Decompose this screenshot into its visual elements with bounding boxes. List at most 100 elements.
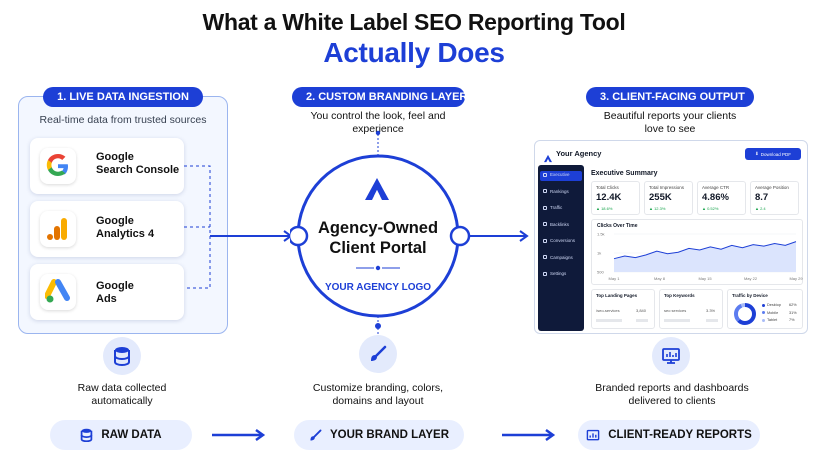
chart-y-tick: 1k xyxy=(597,251,601,256)
portal-logo-text: YOUR AGENCY LOGO xyxy=(324,282,432,293)
kpi-delta: ▲ 2.4 xyxy=(755,206,766,211)
chart-y-tick: 500 xyxy=(597,270,604,275)
table-placeholder-row xyxy=(664,319,690,322)
sidebar-item-conversions[interactable]: Conversions xyxy=(543,238,575,243)
raw-data-label: RAW DATA xyxy=(101,429,162,441)
nav-item-icon xyxy=(543,222,547,226)
sidebar-item-label: Conversions xyxy=(550,238,576,243)
table-placeholder-row xyxy=(596,319,622,322)
kpi-card: Average CTR 4.86% ▲ 0.52% xyxy=(697,181,746,215)
step1-label: 1. LIVE DATA INGESTION xyxy=(43,87,203,107)
legend-value: 7% xyxy=(789,318,795,322)
paintbrush-icon xyxy=(359,335,397,373)
top-keywords-card: Top Keywords seo services 3.3% xyxy=(659,289,723,329)
table-placeholder-cell xyxy=(636,319,648,322)
step1-subtitle: Real-time data from trusted sources xyxy=(39,114,207,126)
step3-label: 3. CLIENT-FACING OUTPUT xyxy=(586,87,754,107)
keyword-name: seo services xyxy=(664,308,687,313)
legend-swatch xyxy=(762,303,765,307)
download-icon: ⬇ xyxy=(754,151,759,156)
donut-title: Traffic by Device xyxy=(732,293,768,298)
sidebar-item-traffic[interactable]: Traffic xyxy=(543,205,562,210)
kpi-card: Total Impressions 255K ▲ 12.3% xyxy=(644,181,693,215)
kpi-delta: ▲ 12.3% xyxy=(649,206,666,211)
sidebar-item-executive[interactable]: Executive xyxy=(543,172,570,177)
chart-title: Clicks Over Time xyxy=(597,223,638,229)
sidebar-active-highlight xyxy=(540,171,582,181)
donut-slice xyxy=(734,303,756,325)
bottom-arrow-2 xyxy=(502,428,556,442)
chart-area xyxy=(614,241,796,272)
google-g-icon xyxy=(40,148,76,184)
table-placeholder-cell xyxy=(706,319,718,322)
nav-item-icon xyxy=(543,255,547,259)
keyword-value: 3.3% xyxy=(706,308,716,313)
chart-y-tick: 1.5k xyxy=(597,232,605,237)
source-connectors xyxy=(184,165,293,289)
legend-value: 62% xyxy=(789,303,797,307)
nav-item-icon xyxy=(543,238,547,243)
sidebar-item-settings[interactable]: Settings xyxy=(543,271,566,276)
report-monitor-icon xyxy=(652,337,690,375)
legend-label: Desktop xyxy=(767,303,781,307)
kpi-label: Total Impressions xyxy=(649,185,685,190)
chart-x-tick: May 8 xyxy=(654,276,666,281)
paintbrush-small-icon xyxy=(310,429,322,441)
chart-x-tick: May 22 xyxy=(744,276,758,281)
client-reports-pill: CLIENT-READY REPORTS xyxy=(578,420,760,450)
kpi-value: 4.86% xyxy=(702,192,729,203)
landing-pages-card: Top Landing Pages /seo-services 3,840 xyxy=(591,289,655,329)
chart-x-tick: May 1 xyxy=(609,276,621,281)
chart-x-tick: May 29 xyxy=(789,276,803,281)
landing-pages-title: Top Landing Pages xyxy=(596,293,638,298)
dashboard-brand: Your Agency xyxy=(556,149,602,158)
client-reports-label: CLIENT-READY REPORTS xyxy=(608,429,752,441)
kpi-value: 255K xyxy=(649,192,672,203)
kpi-delta: ▲ 18.6% xyxy=(596,206,613,211)
kpi-delta: ▲ 0.52% xyxy=(702,206,719,211)
nav-item-icon xyxy=(543,205,547,210)
legend-label: Mobile xyxy=(767,310,779,315)
download-pdf-button[interactable]: ⬇Download PDF xyxy=(745,148,801,160)
top-keywords-title: Top Keywords xyxy=(664,293,695,298)
kpi-value: 8.7 xyxy=(755,192,769,203)
sidebar-item-rankings[interactable]: Rankings xyxy=(543,189,569,194)
sidebar-item-label: Campaigns xyxy=(550,254,573,260)
database-small-icon xyxy=(81,428,93,442)
donut-legend-item: Tablet 7% xyxy=(762,318,795,322)
main-title-highlight: Actually Does xyxy=(323,37,505,68)
step2-caption: Customize branding, colors,domains and l… xyxy=(312,382,444,407)
legend-swatch xyxy=(762,311,765,314)
landing-page-value: 3,840 xyxy=(636,308,647,313)
agency-logo-icon xyxy=(362,176,392,207)
sidebar-item-label: Traffic xyxy=(550,205,563,210)
chart-x-tick: May 15 xyxy=(698,276,712,281)
kpi-card: Average Position 8.7 ▲ 2.4 xyxy=(750,181,799,215)
sidebar-item-campaigns[interactable]: Campaigns xyxy=(543,255,573,260)
sidebar-item-backlinks[interactable]: Backlinks xyxy=(543,222,569,227)
arrow-to-dashboard xyxy=(470,230,529,242)
device-donut-chart xyxy=(734,303,756,325)
chart-line xyxy=(613,241,797,260)
kpi-card: Total Clicks 12.4K ▲ 18.6% xyxy=(591,181,640,215)
dashboard-logo-icon xyxy=(543,150,553,168)
nav-item-icon xyxy=(543,172,547,177)
kpi-label: Total Clicks xyxy=(596,185,619,190)
donut-slice xyxy=(734,303,756,325)
legend-label: Tablet xyxy=(767,318,778,322)
step2-label: 2. CUSTOM BRANDING LAYER xyxy=(292,87,467,107)
database-icon xyxy=(103,337,141,375)
report-chart-small-icon xyxy=(586,429,600,440)
